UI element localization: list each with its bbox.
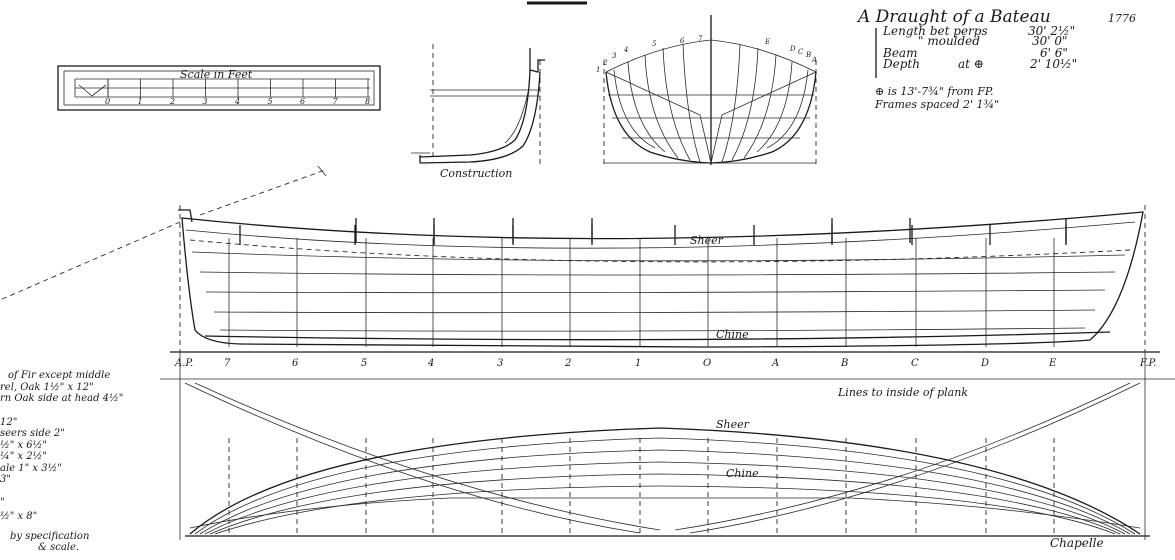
drawing-year: 1776 (1108, 12, 1136, 25)
material-note-line: ¼" x 2½" (0, 451, 47, 462)
spec-beam-label: Beam (882, 46, 917, 60)
material-note-line: ½" x 6½" (0, 440, 47, 451)
body-plan-station-label: E (764, 38, 770, 46)
body-plan-station-label: 6 (680, 37, 685, 45)
scale-title: Scale in Feet (180, 68, 253, 81)
body-plan-station-label: 4 (623, 46, 628, 54)
profile-station-label: A.P. (174, 358, 193, 369)
construction-label: Construction (440, 167, 512, 180)
profile-station-label: 6 (292, 358, 299, 369)
material-note-line: by specification (10, 531, 89, 542)
body-plan-station-label: 1 (596, 66, 600, 74)
spec-length-value: 30' 2½" (1028, 24, 1075, 38)
body-plan-station-label: 2 (602, 59, 608, 67)
half-breadth-view: Lines to inside of plank Sheer Chine Cha… (160, 352, 1175, 550)
body-plan-station-label: C (798, 48, 804, 56)
spec-depth-label: Depth (882, 57, 920, 71)
scale-tick-label: 5 (268, 97, 273, 106)
material-note-line: rn Oak side at head 4½" (0, 393, 123, 404)
spec-beam-value: 6' 6" (1040, 46, 1068, 60)
material-note-line: of Fir except middle (8, 370, 110, 381)
profile-station-label: A (771, 358, 779, 369)
profile-view: A.P. 7 6 5 4 3 2 1 O A B C D E F.P. Sheer Chine (0, 165, 1160, 369)
profile-station-label: 3 (497, 358, 503, 369)
scale-tick-label: 2 (169, 97, 175, 106)
profile-station-label: 2 (564, 358, 571, 369)
material-note-line: seers side 2" (0, 428, 65, 439)
profile-station-label: 4 (427, 358, 434, 369)
material-note-line: ale 1" x 3½" (0, 463, 62, 474)
profile-station-label: C (911, 358, 919, 369)
material-note-line: & scale. (38, 542, 79, 553)
body-plan-station-label: A (811, 56, 817, 64)
spec-moulded-label: " moulded (918, 34, 980, 48)
scale-tick-label: 3 (203, 97, 208, 106)
scale-tick-label: 7 (333, 97, 339, 106)
scale-tick-label: 1 (138, 97, 143, 106)
half-breadth-sheer-label: Sheer (716, 418, 750, 431)
signature: Chapelle (1050, 536, 1104, 550)
material-note-line: ½" x 8" (0, 511, 37, 522)
spec-moulded-value: 30' 0" (1032, 34, 1068, 48)
profile-station-label: 5 (361, 358, 367, 369)
profile-station-label: D (980, 358, 989, 369)
note-frames: Frames spaced 2' 1¾" (874, 98, 999, 111)
profile-station-label: F.P. (1139, 358, 1156, 369)
spec-length-label: Length bet perps (882, 24, 988, 38)
body-plan-station-label: 3 (612, 52, 617, 60)
material-note-line: 3" (0, 474, 11, 485)
profile-sheer-label: Sheer (690, 234, 724, 247)
profile-chine-label: Chine (716, 328, 749, 341)
title-block: A Draught of a Bateau 1776 Length bet pe… (856, 7, 1136, 111)
half-breadth-caption: Lines to inside of plank (837, 386, 968, 399)
scale-bar: Scale in Feet 0 1 2 3 4 5 6 7 8 (57, 65, 381, 111)
scale-tick-label: 8 (365, 97, 370, 106)
profile-station-label: E (1048, 358, 1057, 369)
material-note-line: rel, Oak 1½" x 12" (0, 382, 94, 393)
material-note-line: " (0, 497, 5, 508)
body-plan-station-label: 5 (652, 40, 657, 48)
scale-tick-label: 6 (300, 97, 305, 106)
body-plan-station-label: 7 (698, 35, 703, 43)
material-note-line: 12" (0, 417, 17, 428)
note-station: ⊕ is 13'-7¾" from FP. (875, 85, 994, 98)
body-plan-station-label: D (789, 45, 796, 53)
scale-tick-label: 4 (234, 97, 240, 106)
profile-station-label: O (703, 358, 711, 369)
spec-depth-value: 2' 10½" (1029, 57, 1077, 71)
body-plan-station-label: B (805, 51, 811, 59)
profile-station-label: 1 (635, 358, 641, 369)
profile-station-label: 7 (224, 358, 231, 369)
drawing-title: A Draught of a Bateau (856, 7, 1051, 27)
half-breadth-chine-label: Chine (726, 467, 759, 480)
profile-station-label: B (840, 358, 848, 369)
spec-depth-extra: at ⊕ (958, 57, 984, 71)
scale-tick-label: 0 (105, 97, 110, 106)
construction-view: Construction (411, 44, 545, 180)
